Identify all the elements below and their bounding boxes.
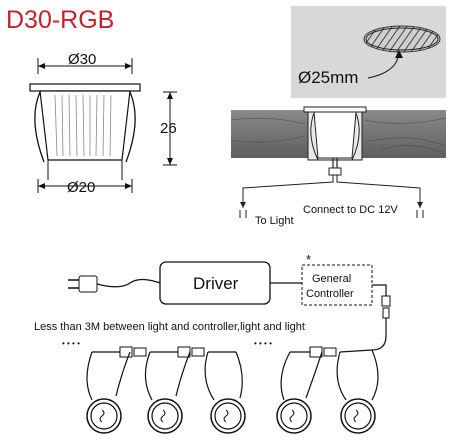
light-2 bbox=[144, 351, 191, 434]
hole-diameter-label: Ø25mm bbox=[298, 68, 358, 87]
product-title: D30-RGB bbox=[6, 6, 114, 34]
system-diagram: Driver * General Controller Less than 3M… bbox=[34, 252, 391, 358]
side-view-drawing: Ø30 26 bbox=[29, 51, 177, 196]
light-3 bbox=[204, 351, 246, 434]
connect-dc-label: Connect to DC 12V bbox=[303, 204, 398, 216]
driver-label: Driver bbox=[193, 274, 239, 293]
installation-section bbox=[230, 106, 447, 218]
light-4 bbox=[276, 351, 323, 434]
controller-label-line1: General bbox=[312, 273, 351, 285]
optional-mark: * bbox=[306, 252, 311, 267]
hole-size-panel: Ø25mm bbox=[291, 6, 446, 98]
ellipsis-left: • • • • bbox=[62, 339, 80, 348]
top-diameter-label: Ø30 bbox=[68, 51, 96, 68]
power-plug-icon bbox=[68, 275, 161, 293]
distance-note: Less than 3M between light and controlle… bbox=[34, 321, 305, 333]
controller-box bbox=[301, 264, 373, 306]
to-light-label: To Light bbox=[255, 215, 294, 227]
light-1 bbox=[86, 351, 131, 434]
light-5 bbox=[336, 349, 379, 434]
bottom-diameter-label: Ø20 bbox=[67, 179, 95, 196]
height-label: 26 bbox=[160, 120, 177, 137]
ellipsis-mid: • • • • bbox=[254, 339, 272, 348]
controller-label-line2: Controller bbox=[306, 288, 354, 300]
